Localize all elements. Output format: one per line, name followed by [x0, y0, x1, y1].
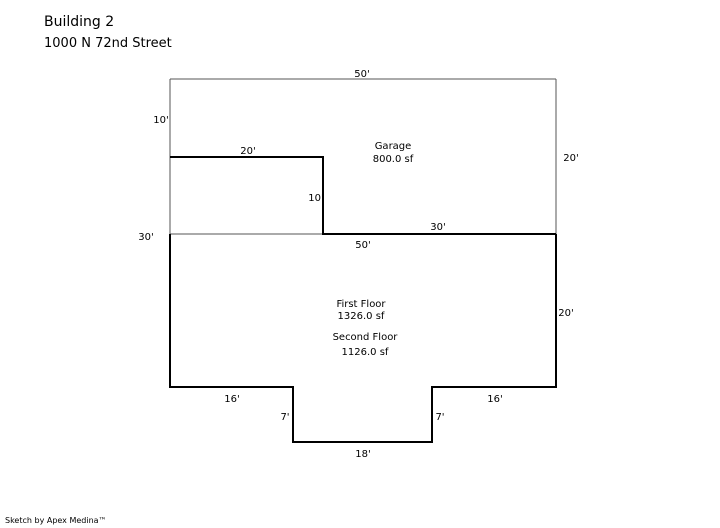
first-floor-name: First Floor [336, 299, 386, 310]
building-address: 1000 N 72nd Street [44, 36, 172, 51]
house-right-dimension: 20' [558, 308, 573, 319]
first-floor-area: 1326.0 sf [338, 311, 385, 322]
garage-outline [169, 78, 557, 235]
garage-top-dimension: 50' [354, 69, 369, 80]
house-notch-left-dimension: 7' [280, 412, 289, 423]
garage-step [170, 156, 556, 235]
garage-left-dimension: 10' [153, 115, 168, 126]
house-bottom-right-dimension: 16' [487, 394, 502, 405]
house-notch-right-dimension: 7' [435, 412, 444, 423]
garage-step-horizontal-dimension: 20' [240, 146, 255, 157]
garage-name: Garage [375, 141, 412, 152]
garage-right-dimension: 20' [563, 153, 578, 164]
house-notch-bottom-dimension: 18' [355, 449, 370, 460]
garage-step-line [170, 156, 556, 235]
garage-area: 800.0 sf [373, 154, 414, 165]
second-floor-name: Second Floor [333, 332, 399, 343]
sketch-credit: Sketch by Apex Medina™ [5, 516, 107, 525]
house-left-dimension: 30' [138, 232, 153, 243]
second-floor-area: 1126.0 sf [342, 347, 389, 358]
building-title: Building 2 [44, 14, 115, 30]
house-top-dimension: 50' [355, 240, 370, 251]
garage-step-vertical-dimension: 10' [308, 193, 323, 204]
house-outline [169, 234, 557, 443]
garage-bottom-dimension: 30' [430, 222, 445, 233]
house-perimeter [169, 234, 557, 443]
house-bottom-left-dimension: 16' [224, 394, 239, 405]
